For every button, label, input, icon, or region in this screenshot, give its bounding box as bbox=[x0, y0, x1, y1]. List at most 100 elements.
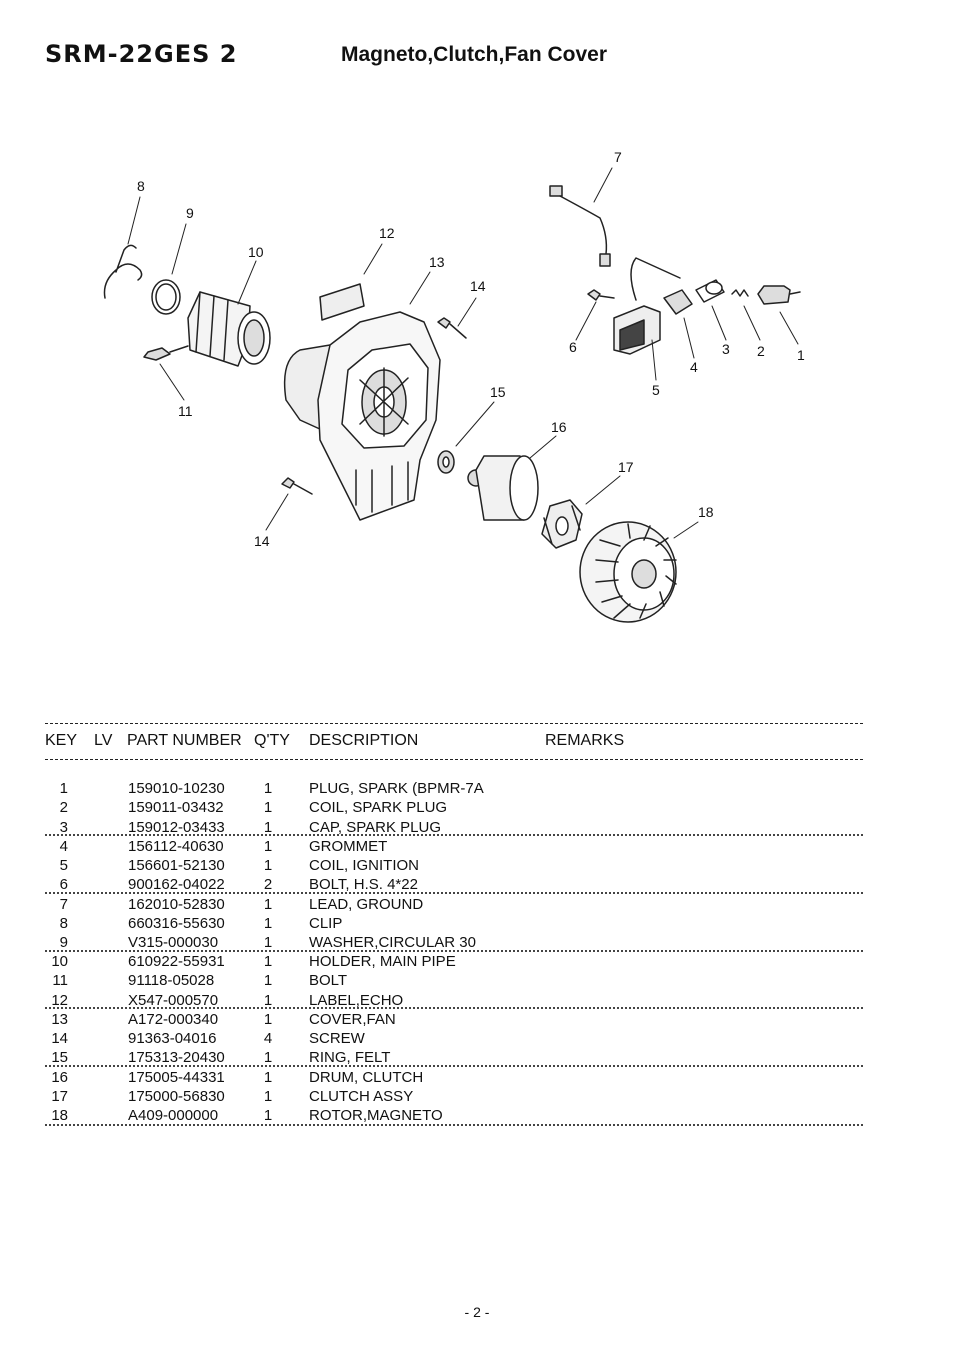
callout-17: 17 bbox=[618, 459, 634, 475]
callout-15: 15 bbox=[490, 384, 506, 400]
row-part-number: 660316-55630 bbox=[128, 915, 225, 932]
row-key: 17 bbox=[51, 1088, 68, 1105]
col-part-number-header: PART NUMBER bbox=[127, 732, 242, 749]
row-key: 6 bbox=[59, 876, 68, 893]
group-separator bbox=[45, 950, 863, 952]
holder-main-pipe-part bbox=[187, 291, 271, 367]
callout-16: 16 bbox=[551, 419, 567, 435]
callout-13: 13 bbox=[429, 254, 445, 270]
row-qty: 1 bbox=[263, 992, 273, 1009]
row-part-number: 610922-55931 bbox=[128, 953, 225, 970]
col-key-header: KEY bbox=[45, 732, 78, 749]
col-description-header: DESCRIPTION bbox=[309, 732, 419, 749]
row-qty: 1 bbox=[263, 915, 273, 932]
row-description: PLUG, SPARK (BPMR-7A bbox=[309, 780, 484, 797]
page-number: - 2 - bbox=[464, 1304, 490, 1320]
row-description: COIL, IGNITION bbox=[309, 857, 420, 874]
row-part-number: 156112-40630 bbox=[128, 838, 224, 855]
row-qty: 1 bbox=[263, 1049, 273, 1066]
felt-ring-part bbox=[437, 450, 455, 474]
row-description: COIL, SPARK PLUG bbox=[309, 799, 448, 816]
row-qty: 1 bbox=[263, 1069, 273, 1086]
row-qty: 1 bbox=[263, 1088, 273, 1105]
fan-cover-part bbox=[283, 311, 441, 521]
row-key: 3 bbox=[59, 819, 68, 836]
group-separator bbox=[45, 1124, 863, 1126]
spark-plug-cap-part bbox=[695, 279, 725, 303]
row-key: 2 bbox=[59, 799, 68, 816]
row-description: CAP, SPARK PLUG bbox=[309, 819, 441, 836]
row-key: 5 bbox=[59, 857, 68, 874]
row-description: ROTOR,MAGNETO bbox=[309, 1107, 443, 1124]
callout-10: 10 bbox=[248, 244, 264, 260]
row-part-number: A172-000340 bbox=[128, 1011, 219, 1028]
row-key: 14 bbox=[51, 1030, 68, 1047]
row-part-number: 175000-56830 bbox=[128, 1088, 225, 1105]
row-key: 8 bbox=[59, 915, 68, 932]
row-qty: 1 bbox=[263, 1107, 273, 1124]
exploded-parts-diagram: 1 2 3 4 5 6 7 8 9 10 11 12 13 14 14 15 1… bbox=[103, 149, 805, 623]
ignition-coil-part bbox=[613, 257, 681, 355]
row-part-number: 159010-10230 bbox=[128, 780, 225, 797]
table-row: 17 175000-56830 1 CLUTCH ASSY bbox=[0, 1088, 954, 1107]
washer-part bbox=[151, 279, 181, 315]
row-part-number: 900162-04022 bbox=[128, 876, 225, 893]
row-key: 7 bbox=[59, 896, 68, 913]
row-qty: 1 bbox=[263, 934, 273, 951]
callout-11: 11 bbox=[178, 403, 193, 419]
row-key: 15 bbox=[51, 1049, 68, 1066]
callout-7: 7 bbox=[614, 149, 622, 165]
table-header-rule bbox=[45, 759, 863, 760]
callout-6: 6 bbox=[569, 339, 577, 355]
row-part-number: V315-000030 bbox=[128, 934, 219, 951]
row-part-number: 156601-52130 bbox=[128, 857, 225, 874]
callout-4: 4 bbox=[690, 359, 698, 375]
row-qty: 1 bbox=[263, 838, 273, 855]
row-description: LEAD, GROUND bbox=[309, 896, 424, 913]
grommet-part bbox=[663, 289, 693, 315]
clip-part bbox=[103, 244, 143, 299]
callout-5: 5 bbox=[652, 382, 660, 398]
callout-18: 18 bbox=[698, 504, 714, 520]
row-qty: 1 bbox=[263, 896, 273, 913]
row-part-number: A409-000000 bbox=[128, 1107, 219, 1124]
row-part-number: 91363-04016 bbox=[128, 1030, 217, 1047]
row-key: 12 bbox=[51, 992, 68, 1009]
group-separator bbox=[45, 1065, 863, 1067]
spark-plug-coil-part bbox=[731, 289, 749, 297]
row-key: 13 bbox=[51, 1011, 68, 1028]
callout-leaders bbox=[127, 167, 799, 539]
page-title: Magneto,Clutch,Fan Cover bbox=[341, 43, 608, 66]
table-row: 4 156112-40630 1 GROMMET bbox=[0, 838, 954, 857]
row-key: 4 bbox=[59, 838, 68, 855]
row-description: CLUTCH ASSY bbox=[309, 1088, 414, 1105]
bolt-part bbox=[143, 345, 189, 361]
clutch-assy-part bbox=[541, 499, 583, 549]
callout-14b: 14 bbox=[254, 533, 270, 549]
row-qty: 4 bbox=[263, 1030, 273, 1047]
col-lv-header: LV bbox=[94, 732, 113, 749]
callout-8: 8 bbox=[137, 178, 145, 194]
lead-ground-part bbox=[549, 185, 611, 267]
row-description: RING, FELT bbox=[309, 1049, 391, 1066]
row-description: GROMMET bbox=[309, 838, 388, 855]
row-part-number: X547-000570 bbox=[128, 992, 219, 1009]
table-top-rule bbox=[45, 723, 863, 724]
clutch-drum-part bbox=[467, 455, 539, 521]
row-qty: 2 bbox=[263, 876, 273, 893]
row-qty: 1 bbox=[263, 1011, 273, 1028]
model-title: SRM-22GES 2 bbox=[45, 40, 238, 68]
row-part-number: 159011-03432 bbox=[128, 799, 224, 816]
row-key: 9 bbox=[59, 934, 68, 951]
row-qty: 1 bbox=[263, 953, 273, 970]
